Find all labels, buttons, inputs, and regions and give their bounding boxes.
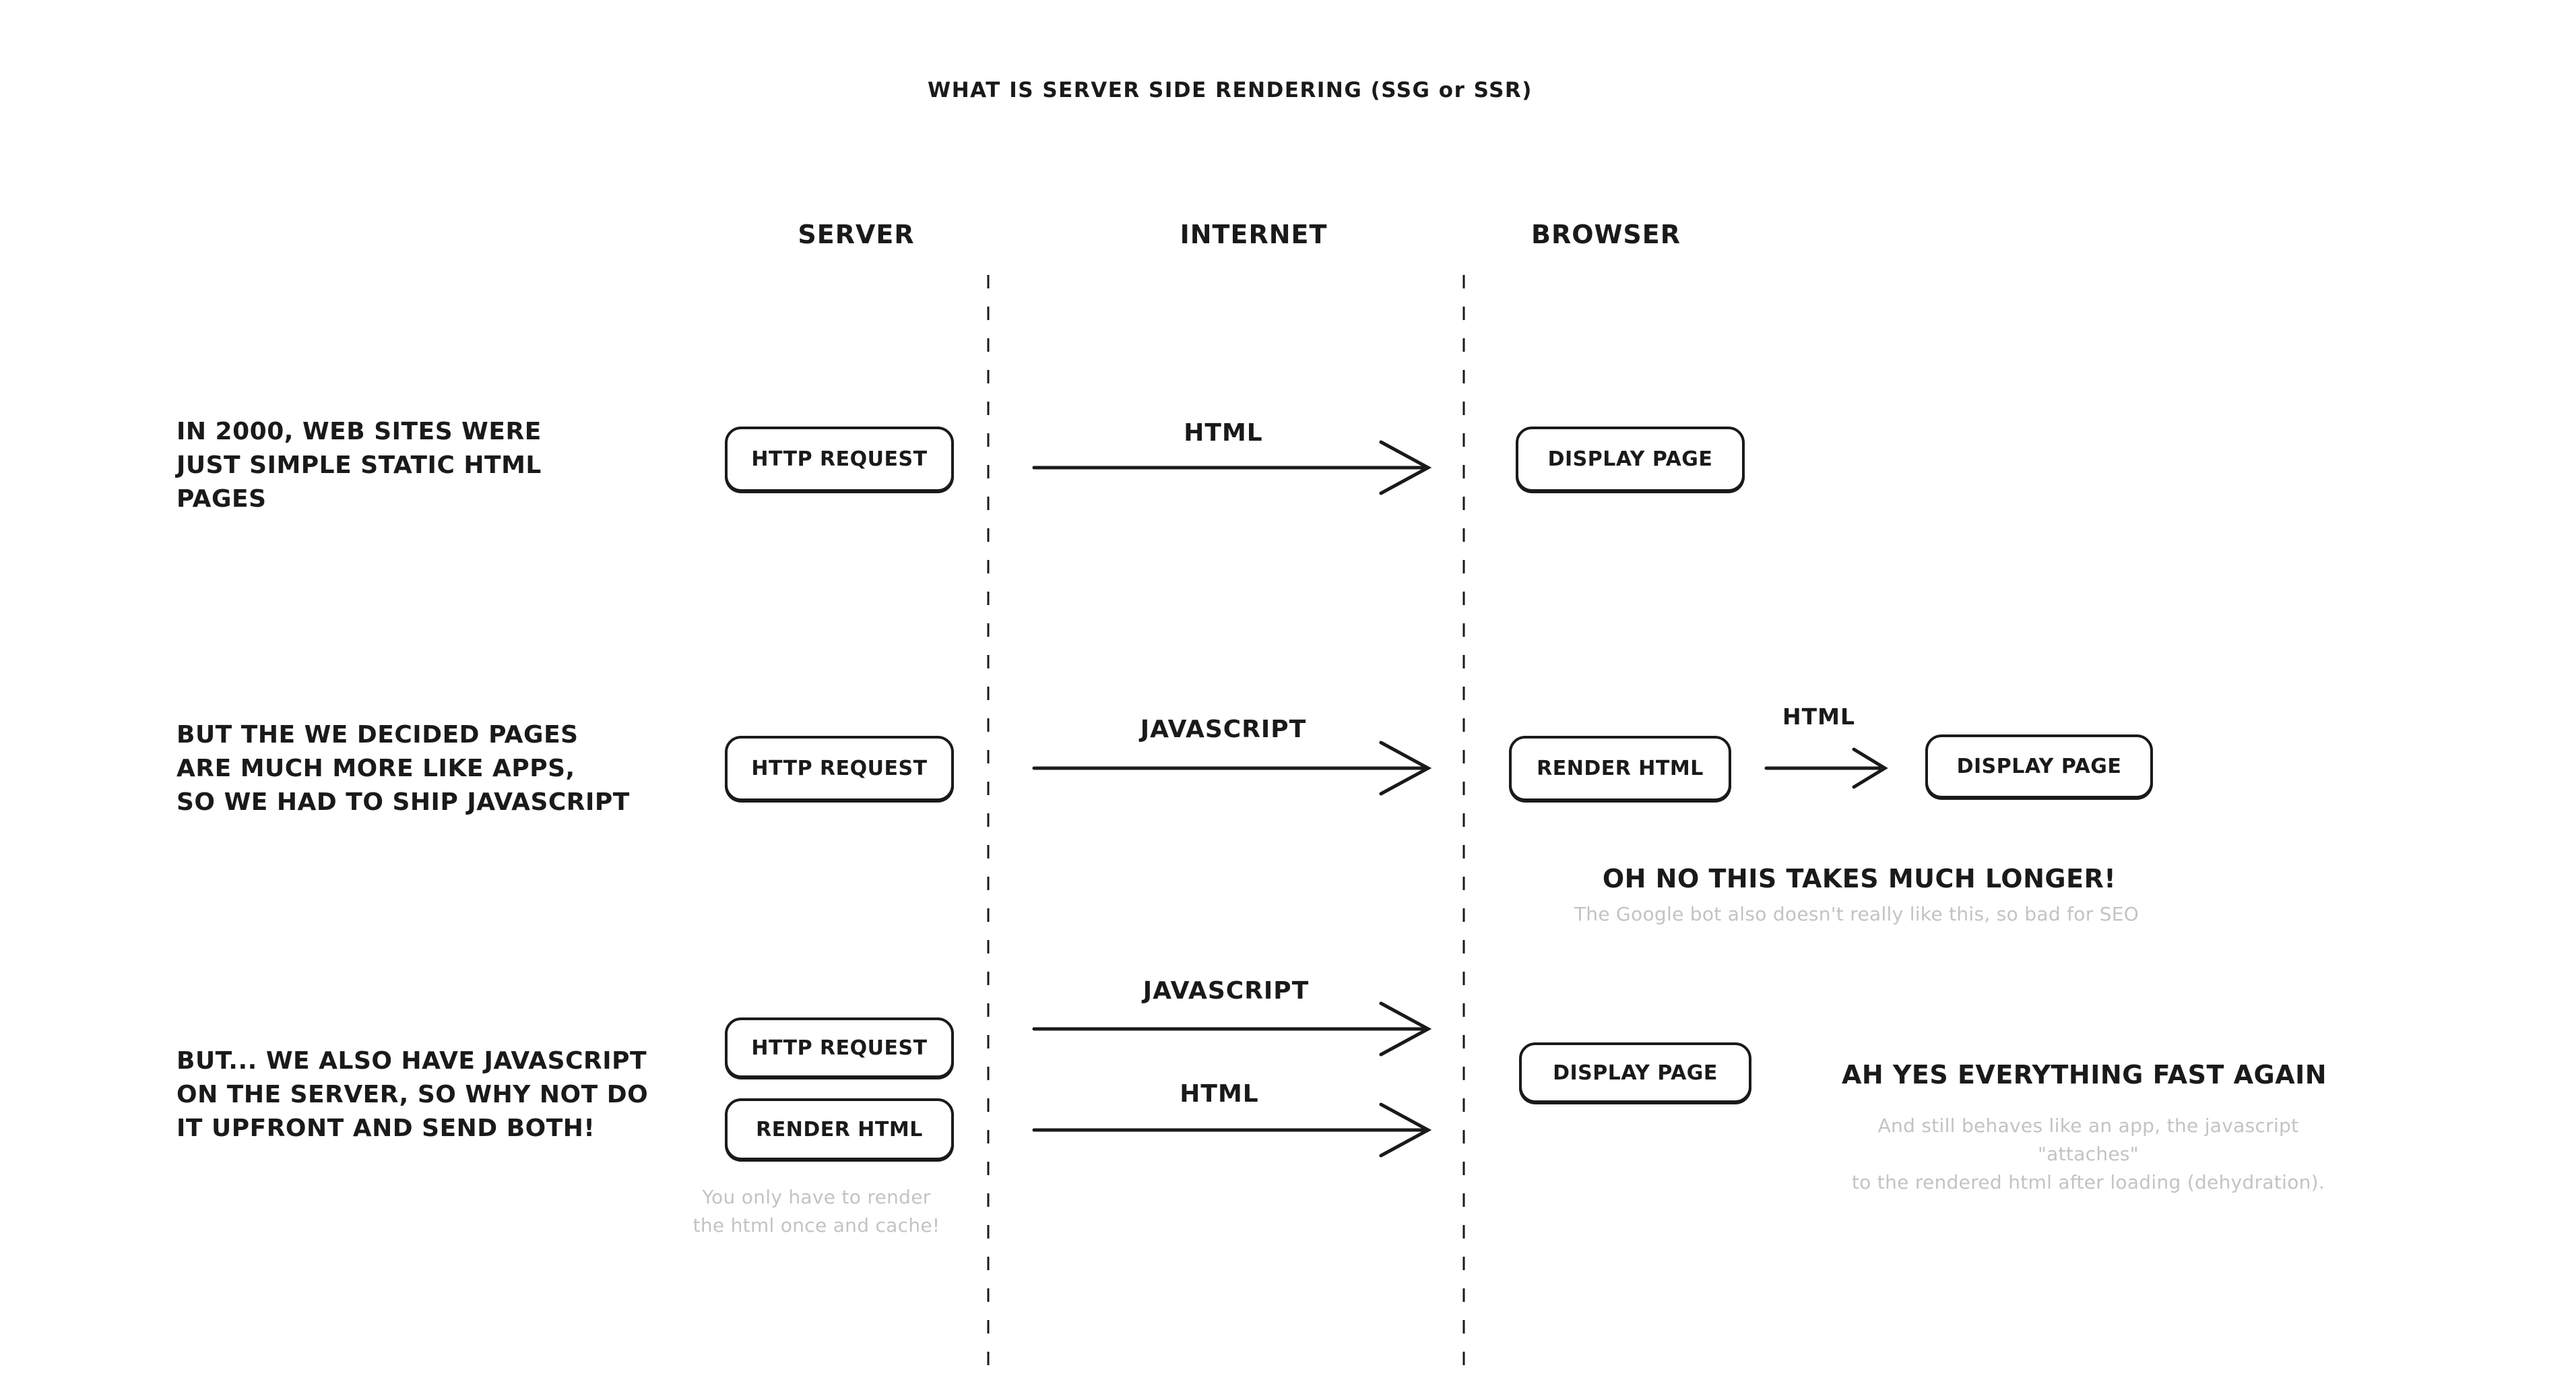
column-header-server: SERVER — [798, 220, 915, 249]
row2-http-request-label: HTTP REQUEST — [751, 757, 928, 780]
row2-http-request-box: HTTP REQUEST — [725, 736, 954, 801]
row3-success-text: AH YES EVERYTHING FAST AGAIN — [1841, 1060, 2327, 1090]
row3-html-arrow-head — [1379, 1102, 1432, 1158]
row1-note: IN 2000, WEB SITES WERE JUST SIMPLE STAT… — [176, 418, 542, 513]
row3-javascript-arrow-label: JAVASCRIPT — [1142, 977, 1310, 1005]
row1-arrow-label: HTML — [1184, 419, 1263, 447]
row2-inner-arrow-label: HTML — [1782, 703, 1855, 730]
row1-arrow-head — [1379, 440, 1432, 495]
row3-http-request-label: HTTP REQUEST — [751, 1036, 928, 1060]
row2-note: BUT THE WE DECIDED PAGES ARE MUCH MORE L… — [176, 721, 630, 816]
row3-server-subnote: You only have to render the html once an… — [693, 1186, 940, 1236]
row2-display-page-box: DISPLAY PAGE — [1925, 734, 2153, 798]
row1-http-request-box: HTTP REQUEST — [725, 427, 954, 492]
diagram-title: WHAT IS SERVER SIDE RENDERING (SSG or SS… — [928, 78, 1533, 102]
row2-render-html-box: RENDER HTML — [1509, 736, 1731, 801]
row1-http-request-label: HTTP REQUEST — [751, 447, 928, 471]
row3-display-page-box: DISPLAY PAGE — [1519, 1042, 1751, 1103]
column-header-browser: BROWSER — [1531, 220, 1681, 249]
row2-arrow-head — [1379, 741, 1432, 796]
row3-success-subnote: And still behaves like an app, the javas… — [1851, 1115, 2325, 1193]
row3-http-request-box: HTTP REQUEST — [725, 1017, 954, 1078]
row2-render-html-label: RENDER HTML — [1537, 757, 1704, 780]
row2-warning-subnote: The Google bot also doesn't really like … — [1574, 903, 2139, 925]
row2-warning-text: OH NO THIS TAKES MUCH LONGER! — [1602, 864, 2117, 893]
row3-render-html-label: RENDER HTML — [756, 1117, 923, 1141]
row3-render-html-box: RENDER HTML — [725, 1098, 954, 1160]
row1-display-page-box: DISPLAY PAGE — [1516, 427, 1745, 492]
row3-display-page-label: DISPLAY PAGE — [1553, 1061, 1718, 1085]
row2-display-page-label: DISPLAY PAGE — [1956, 755, 2122, 778]
row1-display-page-label: DISPLAY PAGE — [1547, 447, 1713, 471]
row3-note: BUT... WE ALSO HAVE JAVASCRIPT ON THE SE… — [176, 1047, 649, 1142]
row2-arrow-label: JAVASCRIPT — [1140, 716, 1307, 743]
row2-inner-arrow-head — [1852, 747, 1888, 789]
column-header-internet: INTERNET — [1180, 220, 1328, 249]
row3-html-arrow-label: HTML — [1180, 1080, 1259, 1108]
row3-javascript-arrow-head — [1379, 1001, 1432, 1057]
